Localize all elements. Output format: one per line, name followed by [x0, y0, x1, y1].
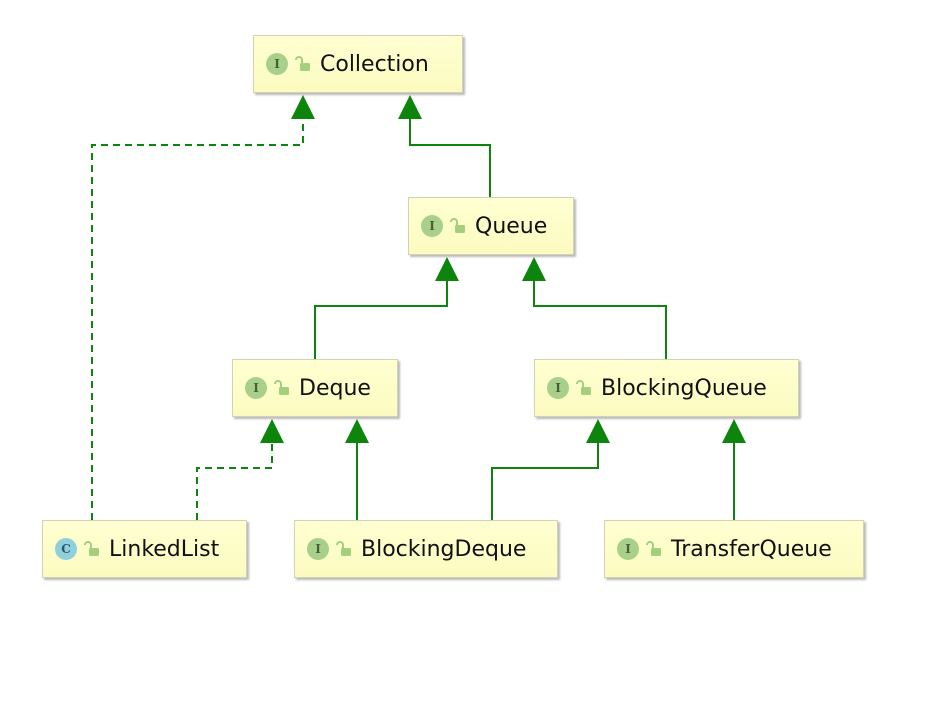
- node-label: LinkedList: [109, 536, 220, 562]
- interface-icon: I: [245, 377, 267, 399]
- arrowhead-deque-to-queue: [435, 257, 459, 281]
- edge-deque-to-queue: [314, 281, 448, 359]
- public-lock-icon: [295, 56, 310, 71]
- public-lock-icon: [274, 380, 289, 395]
- interface-icon: I: [547, 377, 569, 399]
- public-lock-icon: [84, 541, 99, 556]
- edge-linked_list-to-collection: [91, 119, 304, 520]
- node-queue[interactable]: I Queue: [408, 197, 574, 255]
- class-icon: C: [55, 538, 77, 560]
- node-linked-list[interactable]: C LinkedList: [42, 520, 247, 578]
- public-lock-icon: [576, 380, 591, 395]
- interface-icon: I: [617, 538, 639, 560]
- node-label: BlockingDeque: [361, 536, 527, 562]
- arrowhead-blocking_deque-to-deque: [345, 419, 369, 443]
- arrowhead-blocking_deque-to-blocking_queue: [586, 419, 610, 443]
- edge-blocking_queue-to-queue: [533, 281, 667, 359]
- edge-blocking_deque-to-blocking_queue: [491, 443, 599, 520]
- interface-icon: I: [307, 538, 329, 560]
- node-label: Collection: [320, 51, 429, 77]
- public-lock-icon: [336, 541, 351, 556]
- arrowhead-queue-to-collection: [398, 95, 422, 119]
- node-label: TransferQueue: [671, 536, 832, 562]
- node-label: Deque: [299, 375, 371, 401]
- arrowhead-linked_list-to-deque: [260, 419, 284, 443]
- node-transfer-queue[interactable]: I TransferQueue: [604, 520, 864, 578]
- edge-queue-to-collection: [409, 119, 491, 197]
- public-lock-icon: [450, 218, 465, 233]
- node-blocking-deque[interactable]: I BlockingDeque: [294, 520, 558, 578]
- arrowhead-blocking_queue-to-queue: [522, 257, 546, 281]
- interface-icon: I: [266, 53, 288, 75]
- arrowhead-linked_list-to-collection: [291, 95, 315, 119]
- node-label: Queue: [475, 213, 548, 239]
- node-collection[interactable]: I Collection: [253, 35, 463, 93]
- edge-linked_list-to-deque: [196, 443, 273, 520]
- node-blocking-queue[interactable]: I BlockingQueue: [534, 359, 799, 417]
- arrowhead-transfer_queue-to-blocking_queue: [722, 419, 746, 443]
- public-lock-icon: [646, 541, 661, 556]
- node-deque[interactable]: I Deque: [232, 359, 398, 417]
- node-label: BlockingQueue: [601, 375, 767, 401]
- interface-icon: I: [421, 215, 443, 237]
